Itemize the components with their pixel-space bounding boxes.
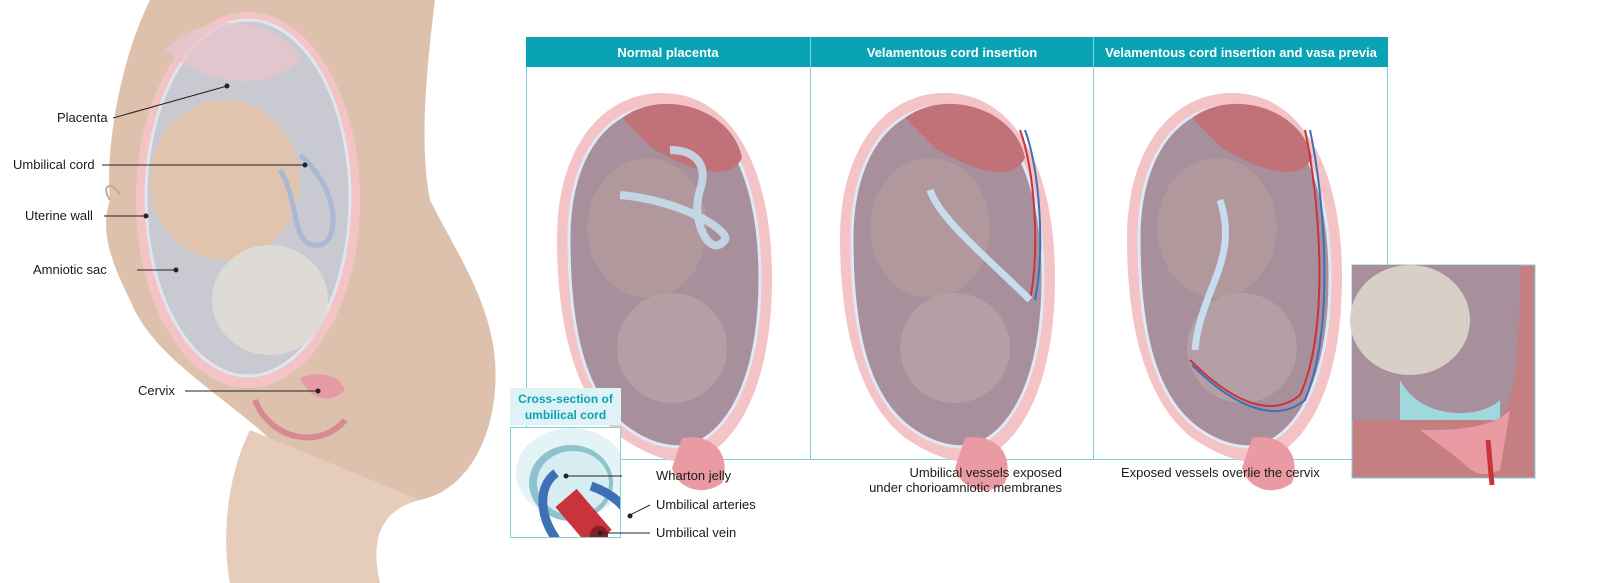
label-umbilical-vein: Umbilical vein [656, 525, 737, 540]
caption-line: under chorioamniotic membranes [869, 480, 1062, 495]
caption-vasa-previa: Exposed vessels overlie the cervix [1121, 465, 1320, 480]
panel-header-vasa-previa: Velamentous cord insertion and vasa prev… [1094, 37, 1388, 67]
label-amniotic-sac: Amniotic sac [33, 262, 107, 277]
label-uterine-wall: Uterine wall [25, 208, 93, 223]
panel-header-velamentous: Velamentous cord insertion [811, 37, 1094, 67]
cervix-zoom-inset [1350, 264, 1536, 486]
panel-header-normal: Normal placenta [526, 37, 811, 67]
fetus-body [150, 100, 300, 260]
pregnant-body-illustration [102, 0, 496, 583]
cross-section-box [510, 427, 621, 538]
label-placenta: Placenta [57, 110, 108, 125]
label-umbilical-cord: Umbilical cord [13, 157, 95, 172]
title-line: umbilical cord [524, 407, 607, 422]
fetus-head [212, 245, 328, 355]
umbilical-cord-cross-section [516, 428, 620, 537]
title-line: Cross-section of [518, 391, 613, 406]
caption-velamentous: Umbilical vessels exposed under chorioam… [840, 465, 1062, 495]
panel-divider [810, 37, 811, 460]
caption-line: Umbilical vessels exposed [909, 465, 1062, 480]
label-wharton-jelly: Wharton jelly [656, 468, 732, 483]
label-umbilical-arteries: Umbilical arteries [656, 497, 756, 512]
panel-divider [1093, 37, 1094, 460]
label-cervix: Cervix [138, 383, 175, 398]
